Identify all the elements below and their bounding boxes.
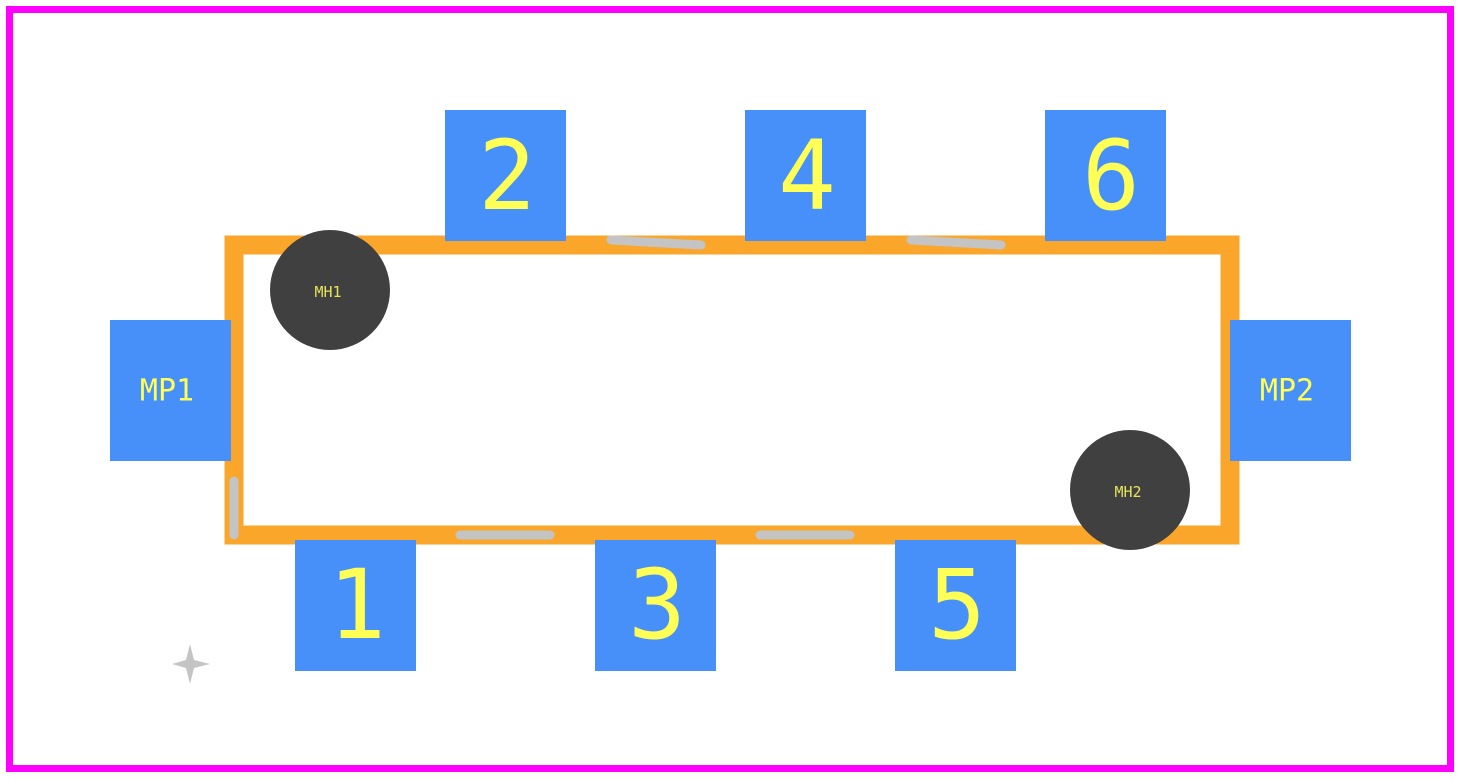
pad-4-label: 4 (778, 120, 836, 232)
mounting-hole-mh2-drill[interactable] (1070, 430, 1190, 550)
pad-1-label: 1 (328, 549, 386, 661)
mounting-hole-mh1-label: MH1 (314, 283, 341, 301)
pad-mp1-label: MP1 (140, 374, 194, 409)
board-outline (6, 6, 1454, 772)
pad-2-copper[interactable] (445, 110, 566, 241)
crosshair-origin-icon (172, 644, 210, 684)
silkscreen-mark (606, 235, 706, 250)
mounting-hole-mh2-label: MH2 (1114, 483, 1141, 501)
pad-6[interactable]: 6 (1045, 110, 1166, 241)
crosshair-origin-icon-shape (172, 644, 210, 684)
mounting-hole-mh2[interactable]: MH2 (1070, 430, 1190, 550)
pad-mp2-label: MP2 (1260, 374, 1314, 409)
pad-mp2[interactable]: MP2 (1230, 320, 1351, 461)
pad-6-copper[interactable] (1045, 110, 1166, 241)
pad-2[interactable]: 2 (445, 110, 566, 241)
pad-4-copper[interactable] (745, 110, 866, 241)
pad-mp1-copper[interactable] (110, 320, 231, 461)
pad-3-copper[interactable] (595, 540, 716, 671)
pad-1[interactable]: 1 (295, 540, 416, 671)
pad-5[interactable]: 5 (895, 540, 1016, 671)
pad-3-label: 3 (628, 549, 686, 661)
pad-3[interactable]: 3 (595, 540, 716, 671)
pad-5-label: 5 (928, 549, 986, 661)
pad-2-label: 2 (478, 120, 536, 232)
pad-6-label: 6 (1082, 120, 1140, 232)
mounting-hole-mh1-drill[interactable] (270, 230, 390, 350)
mounting-hole-mh1[interactable]: MH1 (270, 230, 390, 350)
pad-mp2-copper[interactable] (1230, 320, 1351, 461)
silkscreen-marks (229, 235, 1006, 540)
pad-mp1[interactable]: MP1 (110, 320, 231, 461)
pad-1-copper[interactable] (295, 540, 416, 671)
pad-5-copper[interactable] (895, 540, 1016, 671)
silkscreen-mark (906, 235, 1006, 250)
pad-4[interactable]: 4 (745, 110, 866, 241)
